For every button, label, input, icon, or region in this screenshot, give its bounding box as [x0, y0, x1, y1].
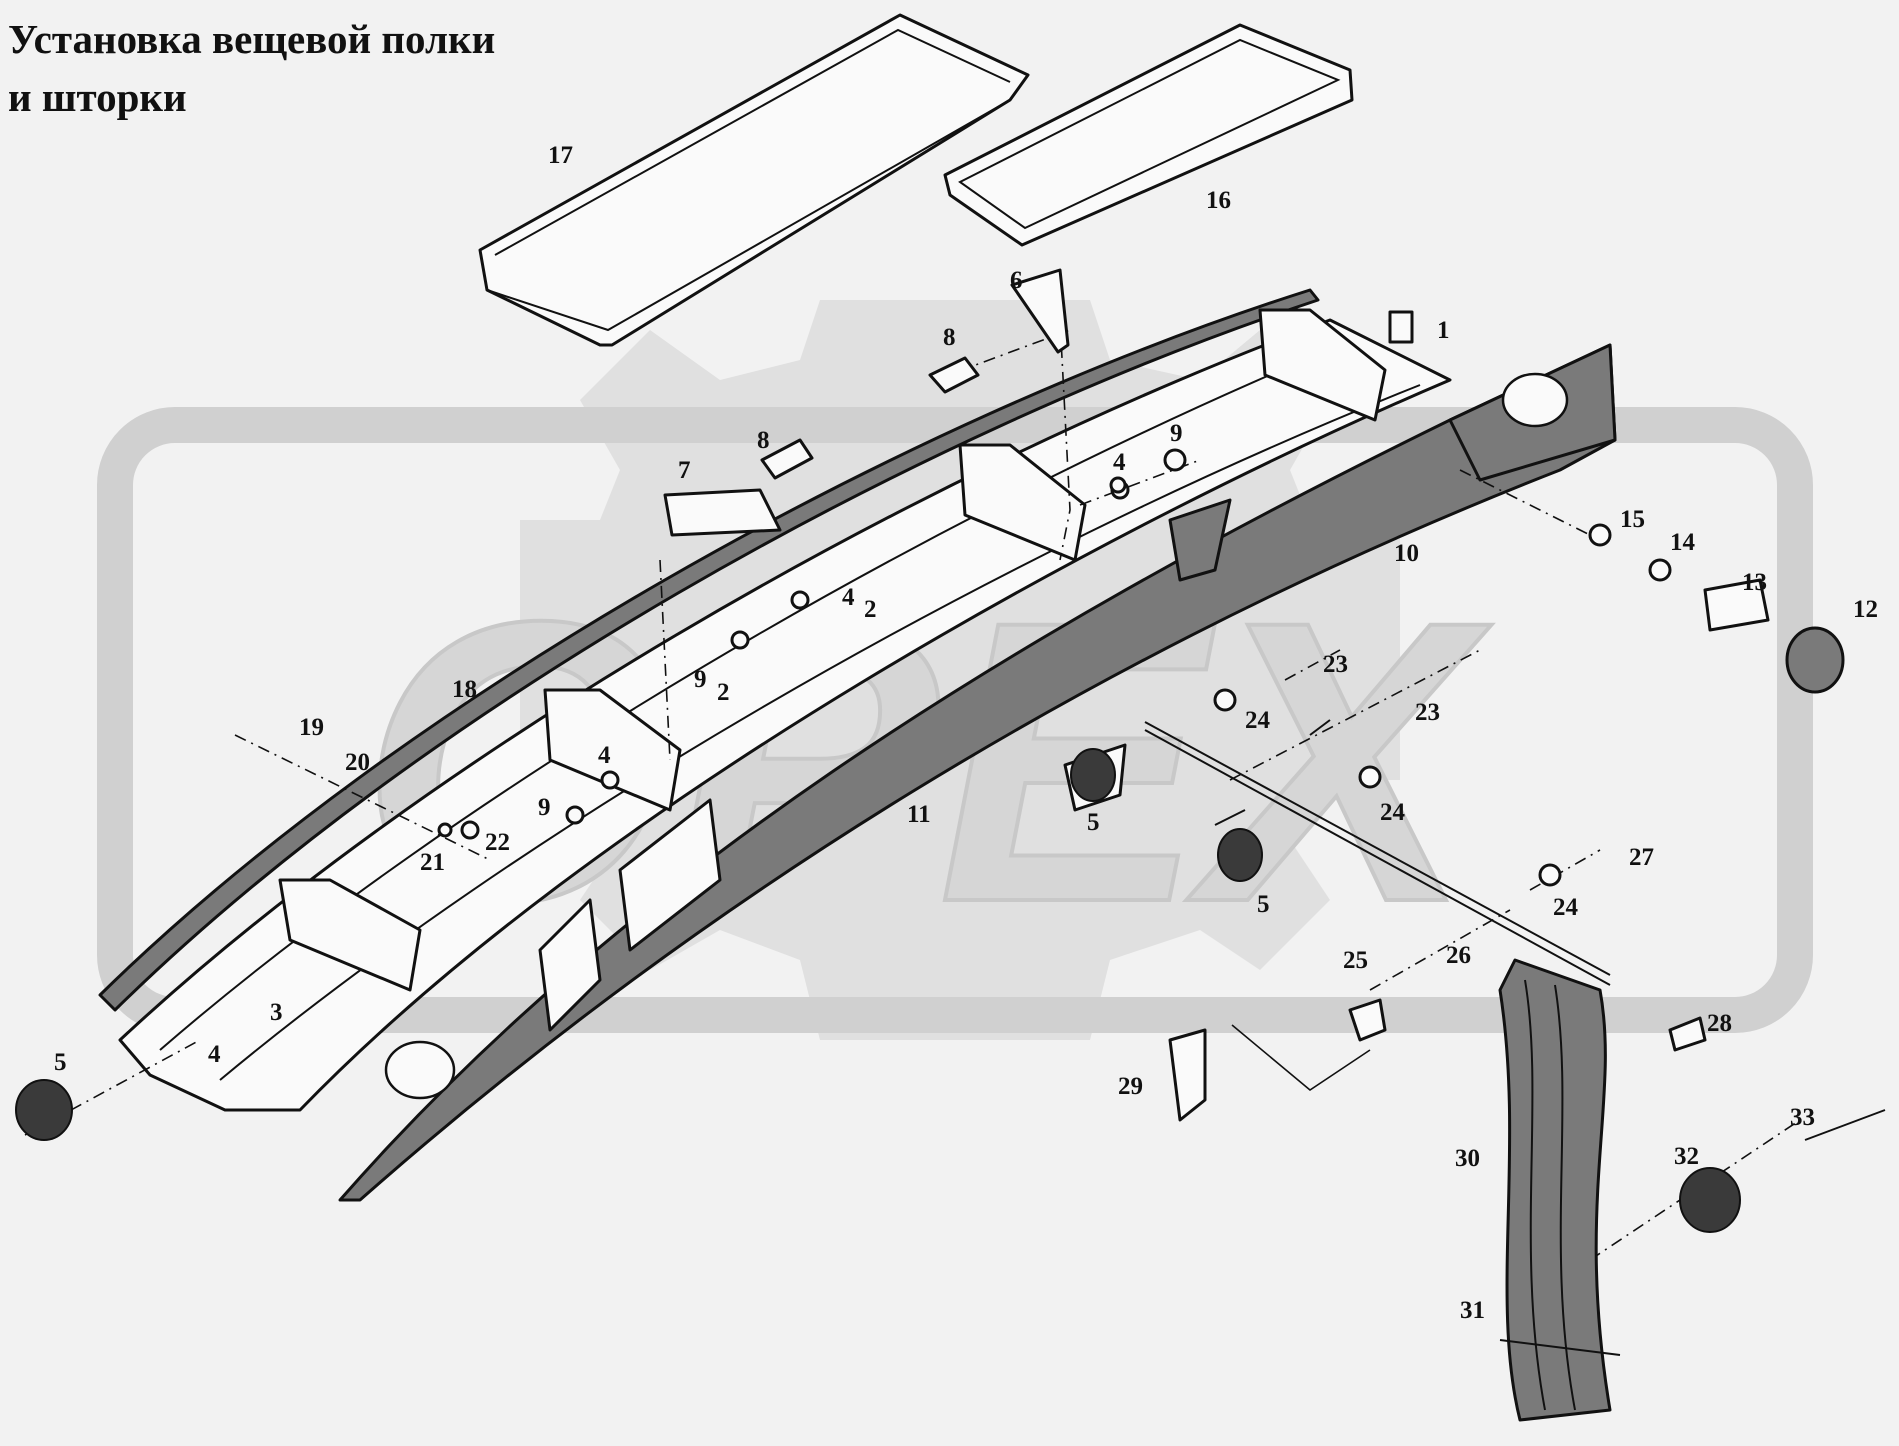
- callout-2: 2: [864, 596, 877, 623]
- callout-24: 24: [1245, 707, 1271, 734]
- small-parts: [15, 268, 1886, 1233]
- callout-4: 4: [842, 584, 855, 611]
- callout-10: 10: [1394, 540, 1419, 567]
- callout-1: 1: [1437, 317, 1450, 344]
- callout-12: 12: [1853, 596, 1878, 623]
- callout-8: 8: [757, 427, 770, 454]
- callout-15: 15: [1620, 506, 1645, 533]
- callout-9: 9: [694, 666, 707, 693]
- leader-lines: [1231, 1024, 1371, 1091]
- part-10-11-front-panel: [338, 343, 1617, 1202]
- callout-33: 33: [1790, 1104, 1815, 1131]
- callout-16: 16: [1206, 187, 1231, 214]
- callout-19: 19: [299, 714, 324, 741]
- callout-13: 13: [1742, 569, 1767, 596]
- shelf-rail: [98, 288, 1320, 1012]
- callout-29: 29: [1118, 1073, 1143, 1100]
- callout-30: 30: [1455, 1145, 1480, 1172]
- callout-9: 9: [538, 794, 551, 821]
- callout-23: 23: [1415, 699, 1440, 726]
- callout-28: 28: [1707, 1010, 1732, 1037]
- callout-4: 4: [1113, 449, 1126, 476]
- callout-7: 7: [678, 457, 691, 484]
- part-1-shelf-tray: [118, 308, 1452, 1112]
- callout-18: 18: [452, 676, 477, 703]
- callout-4: 4: [208, 1041, 221, 1068]
- part-17-lid: [478, 13, 1030, 347]
- callout-23: 23: [1323, 651, 1348, 678]
- diagram-title: Установка вещевой полки и шторки: [8, 16, 496, 120]
- callout-5: 5: [54, 1049, 67, 1076]
- callout-24: 24: [1553, 894, 1579, 921]
- callout-labels: 1 2 2 3 4 4 4 4 5 5 5 6 7 8 8 9 9 9 10 1…: [54, 142, 1878, 1324]
- part-30-curtain: [1498, 958, 1621, 1422]
- callout-3: 3: [270, 999, 283, 1026]
- callout-20: 20: [345, 749, 370, 776]
- callout-9: 9: [1170, 420, 1183, 447]
- callout-8: 8: [943, 324, 956, 351]
- callout-25: 25: [1343, 947, 1368, 974]
- callout-21: 21: [420, 849, 445, 876]
- callout-5: 5: [1087, 809, 1100, 836]
- callout-2: 2: [717, 679, 730, 706]
- callout-11: 11: [907, 801, 931, 828]
- callout-32: 32: [1674, 1143, 1699, 1170]
- callout-26: 26: [1446, 942, 1471, 969]
- callout-17: 17: [548, 142, 573, 169]
- callout-22: 22: [485, 829, 510, 856]
- callout-31: 31: [1460, 1297, 1485, 1324]
- callout-5: 5: [1257, 891, 1270, 918]
- part-16-lid: [943, 23, 1354, 247]
- callout-24: 24: [1380, 799, 1406, 826]
- callout-27: 27: [1629, 844, 1654, 871]
- callout-14: 14: [1670, 529, 1696, 556]
- callout-6: 6: [1010, 267, 1023, 294]
- callout-4: 4: [598, 742, 611, 769]
